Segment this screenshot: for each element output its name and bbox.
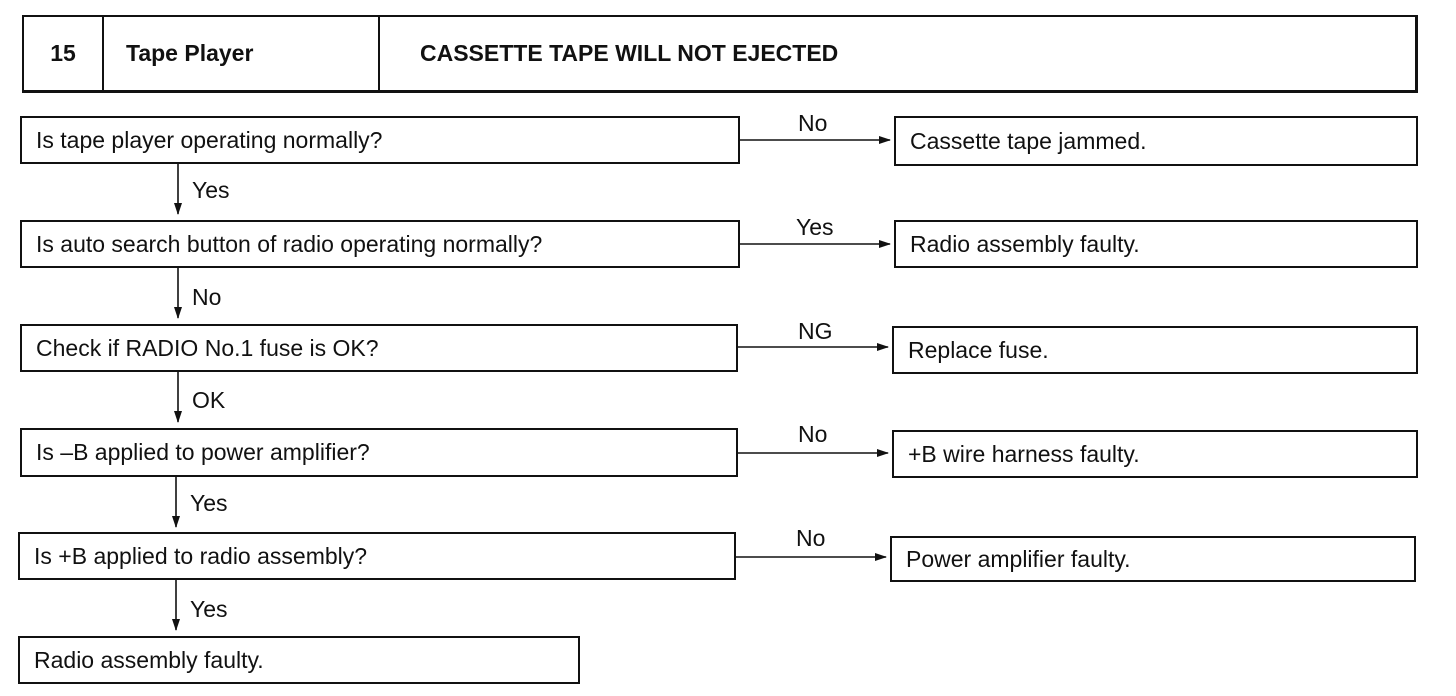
- section-number: 15: [24, 17, 104, 90]
- question-box-4: Is –B applied to power amplifier?: [20, 428, 738, 477]
- result-text-5: Power amplifier faulty.: [906, 545, 1131, 572]
- down-label-4: Yes: [190, 490, 228, 516]
- result-box-2: Radio assembly faulty.: [894, 220, 1418, 268]
- result-box-4: +B wire harness faulty.: [892, 430, 1418, 478]
- question-text-4: Is –B applied to power amplifier?: [36, 439, 370, 465]
- result-box-5: Power amplifier faulty.: [890, 536, 1416, 582]
- question-box-5: Is +B applied to radio assembly?: [18, 532, 736, 580]
- result-text-1: Cassette tape jammed.: [910, 127, 1147, 154]
- diagram-title: CASSETTE TAPE WILL NOT EJECTED: [420, 40, 839, 66]
- question-box-3: Check if RADIO No.1 fuse is OK?: [20, 324, 738, 372]
- down-label-2: No: [192, 284, 222, 310]
- down-label-3: OK: [192, 387, 226, 413]
- question-text-3: Check if RADIO No.1 fuse is OK?: [36, 334, 379, 361]
- down-label-1: Yes: [192, 177, 230, 203]
- question-text-2: Is auto search button of radio operating…: [36, 230, 543, 257]
- branch-label-5: No: [796, 525, 826, 551]
- branch-label-1: No: [798, 110, 828, 136]
- branch-label-3: NG: [798, 318, 833, 344]
- final-result-text: Radio assembly faulty.: [34, 646, 264, 673]
- section-name: Tape Player: [104, 17, 380, 90]
- branch-label-4: No: [798, 421, 828, 447]
- question-box-2: Is auto search button of radio operating…: [20, 220, 740, 268]
- result-box-1: Cassette tape jammed.: [894, 116, 1418, 166]
- result-box-3: Replace fuse.: [892, 326, 1418, 374]
- question-box-1: Is tape player operating normally?: [20, 116, 740, 164]
- down-label-5: Yes: [190, 596, 228, 622]
- header-table: 15 Tape Player CASSETTE TAPE WILL NOT EJ…: [22, 15, 1418, 93]
- result-text-4: +B wire harness faulty.: [908, 440, 1140, 467]
- question-text-5: Is +B applied to radio assembly?: [34, 542, 368, 569]
- result-text-2: Radio assembly faulty.: [910, 230, 1140, 257]
- question-text-1: Is tape player operating normally?: [36, 126, 383, 153]
- result-text-3: Replace fuse.: [908, 336, 1049, 363]
- branch-label-2: Yes: [796, 214, 834, 240]
- final-result-box: Radio assembly faulty.: [18, 636, 580, 684]
